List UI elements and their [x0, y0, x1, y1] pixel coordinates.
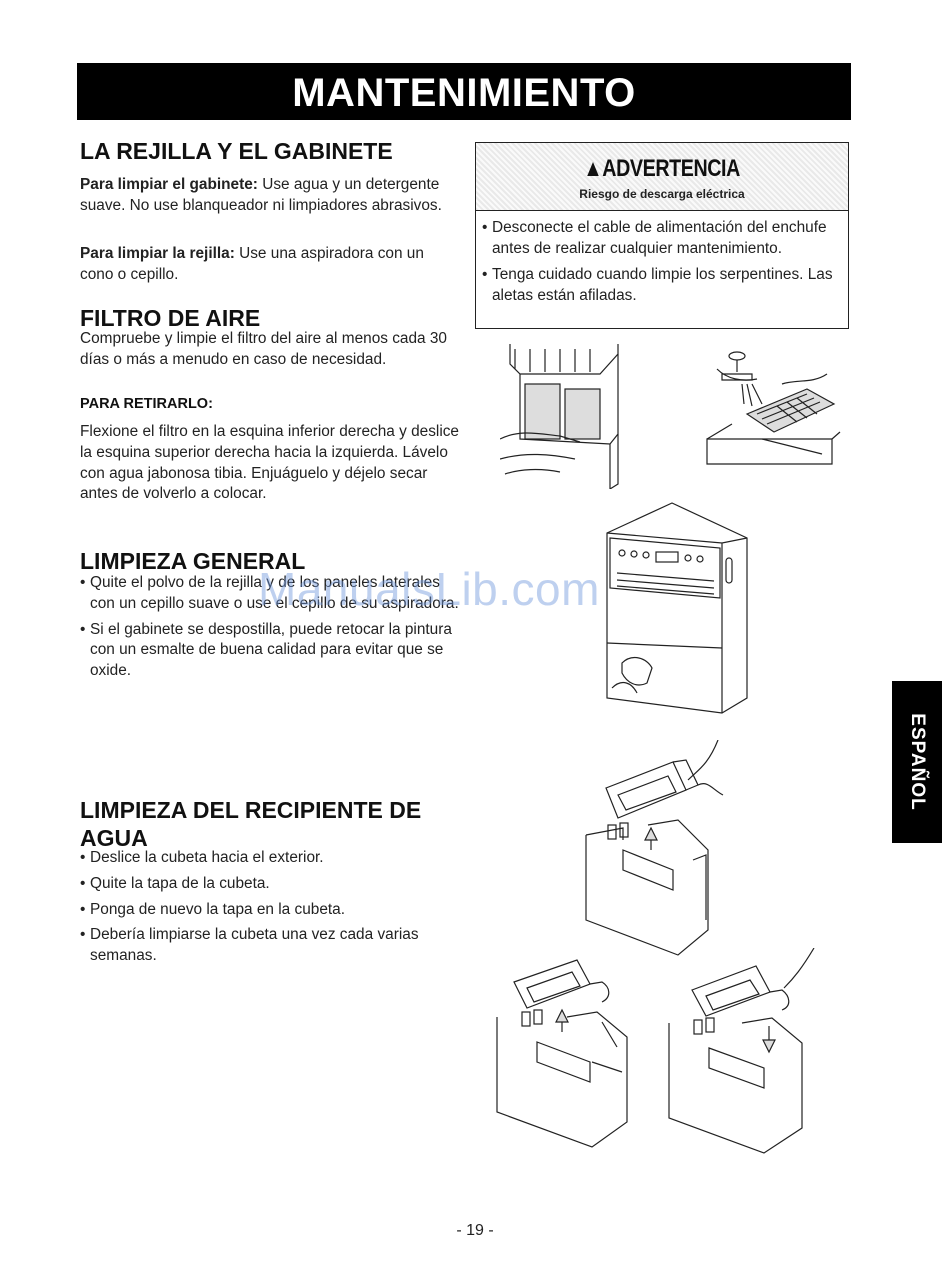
watermark: ManualsLib.com [258, 563, 600, 615]
list-item: Deslice la cubeta hacia el exterior. [80, 848, 465, 869]
bucket-lid-replacement-illustration [668, 948, 815, 1154]
water-bucket-list: Deslice la cubeta hacia el exterior. Qui… [80, 848, 465, 972]
air-filter-paragraph: Compruebe y limpie el filtro del aire al… [80, 330, 447, 368]
section-title-general-cleaning: LIMPIEZA GENERAL [80, 548, 306, 574]
language-tab-label: ESPAÑOL [907, 713, 928, 811]
grille-label: Para limpiar la rejilla: [80, 245, 235, 262]
cabinet-label: Para limpiar el gabinete: [80, 176, 258, 193]
section-title-water-bucket: LIMPIEZA DEL RECIPIENTE DE AGUA [80, 797, 422, 851]
section-title-air-filter: FILTRO DE AIRE [80, 305, 261, 331]
grille-text: Use una aspiradora con un cono o cepillo… [80, 245, 424, 283]
bucket-lid-removal-illustration [496, 959, 628, 1148]
page-banner: MANTENIMIENTO [77, 63, 851, 120]
warning-list: Desconecte el cable de alimentación del … [476, 217, 848, 306]
grille-cleaning-paragraph: Para limpiar la rejilla: Use una aspirad… [80, 244, 460, 286]
page-number: - 19 - [456, 1222, 494, 1239]
list-item: Debería limpiarse la cubeta una vez cada… [80, 925, 465, 967]
filter-washing-illustration [706, 351, 841, 465]
cabinet-text: Use agua y un detergente suave. No use b… [80, 176, 442, 214]
warning-subtitle: Riesgo de descarga eléctrica [579, 187, 745, 201]
remove-paragraph: Flexione el filtro en la esquina inferio… [80, 423, 459, 503]
language-tab: ESPAÑOL [892, 681, 942, 843]
bucket-removal-illustration [585, 740, 724, 956]
dehumidifier-wiping-illustration [606, 502, 748, 714]
section-title-grille-cabinet: LA REJILLA Y EL GABINETE [80, 138, 393, 164]
list-item: Si el gabinete se despostilla, puede ret… [80, 620, 465, 682]
warning-box: ▲ADVERTENCIA Riesgo de descarga eléctric… [475, 142, 849, 329]
warning-title: ▲ADVERTENCIA [584, 143, 741, 183]
list-item: Quite la tapa de la cubeta. [80, 874, 465, 895]
list-item: Quite el polvo de la rejilla y de los pa… [80, 573, 465, 615]
cabinet-cleaning-paragraph: Para limpiar el gabinete: Use agua y un … [80, 175, 460, 217]
warning-header: ▲ADVERTENCIA Riesgo de descarga eléctric… [476, 143, 848, 211]
warning-title-text: ADVERTENCIA [602, 155, 741, 182]
list-item: Tenga cuidado cuando limpie los serpenti… [482, 264, 838, 306]
filter-removal-illustration [500, 344, 619, 489]
remove-subtitle: PARA RETIRARLO: [80, 396, 213, 412]
general-cleaning-list: Quite el polvo de la rejilla y de los pa… [80, 573, 465, 687]
list-item: Ponga de nuevo la tapa en la cubeta. [80, 900, 465, 921]
list-item: Desconecte el cable de alimentación del … [482, 217, 838, 259]
warning-triangle-icon: ▲ [583, 155, 603, 182]
